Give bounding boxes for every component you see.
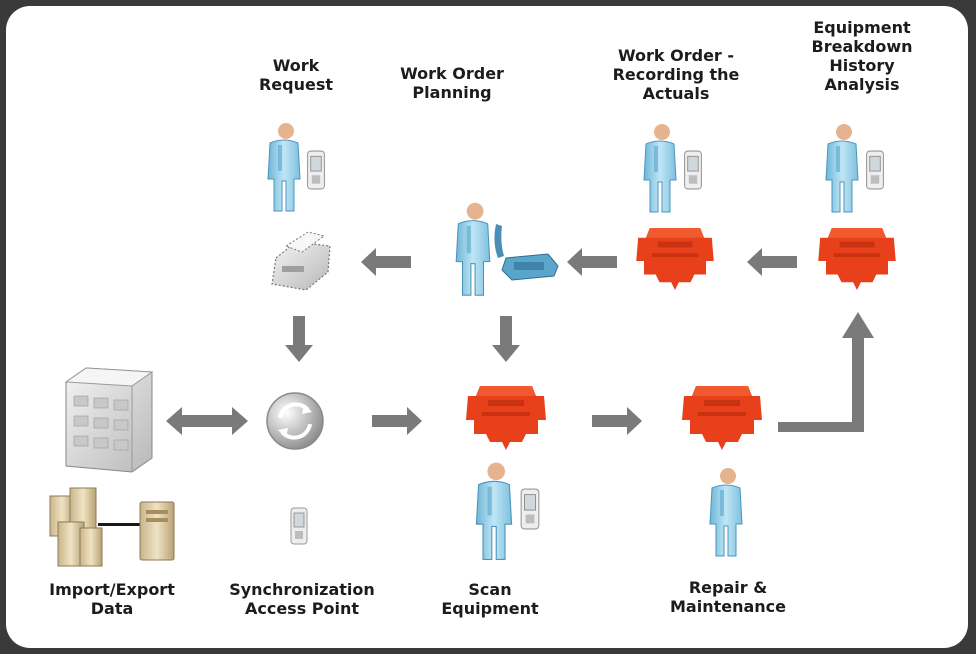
connector-line [98, 523, 146, 526]
handheld-device-icon [520, 488, 540, 530]
arrow-right-sync [372, 407, 422, 435]
phone-icon [494, 224, 559, 281]
arrow-bidirectional-server [166, 407, 248, 435]
database-icon [49, 487, 103, 567]
handheld-device-icon [290, 507, 308, 545]
label-sync-access-point: Synchronization Access Point [229, 580, 375, 618]
arrow-down-printer [285, 316, 313, 362]
person-icon [643, 123, 677, 213]
person-icon [267, 122, 301, 212]
handheld-device-icon [866, 150, 884, 190]
arrows [98, 248, 874, 526]
arrow-left-phone [567, 248, 617, 276]
arrow-up-analysis [778, 312, 874, 432]
machine-icon [636, 228, 714, 290]
person-icon [825, 123, 859, 213]
label-work-order-planning: Work Order Planning [400, 64, 504, 102]
handheld-device-icon [307, 150, 325, 190]
server-icon [64, 367, 154, 473]
printer-icon [271, 231, 331, 291]
machine-icon [818, 228, 896, 290]
label-scan-equipment: Scan Equipment [441, 580, 539, 618]
label-work-request: Work Request [258, 56, 334, 94]
machine-icon [466, 386, 546, 450]
arrow-down-planning [492, 316, 520, 362]
database-icon [139, 501, 175, 561]
handheld-device-icon [684, 150, 702, 190]
person-icon [709, 467, 743, 557]
person-icon [475, 462, 513, 560]
label-import-export: Import/Export Data [49, 580, 175, 618]
label-breakdown-analysis: Equipment Breakdown History Analysis [811, 18, 913, 94]
label-repair-maintenance: Repair & Maintenance [669, 578, 787, 616]
arrow-left-printer [361, 248, 411, 276]
label-work-order-actuals: Work Order - Recording the Actuals [612, 46, 740, 103]
person-icon [455, 202, 491, 296]
arrow-left-actuals [747, 248, 797, 276]
sync-icon [266, 392, 324, 450]
machine-icon [682, 386, 762, 450]
arrow-right-scan [592, 407, 642, 435]
